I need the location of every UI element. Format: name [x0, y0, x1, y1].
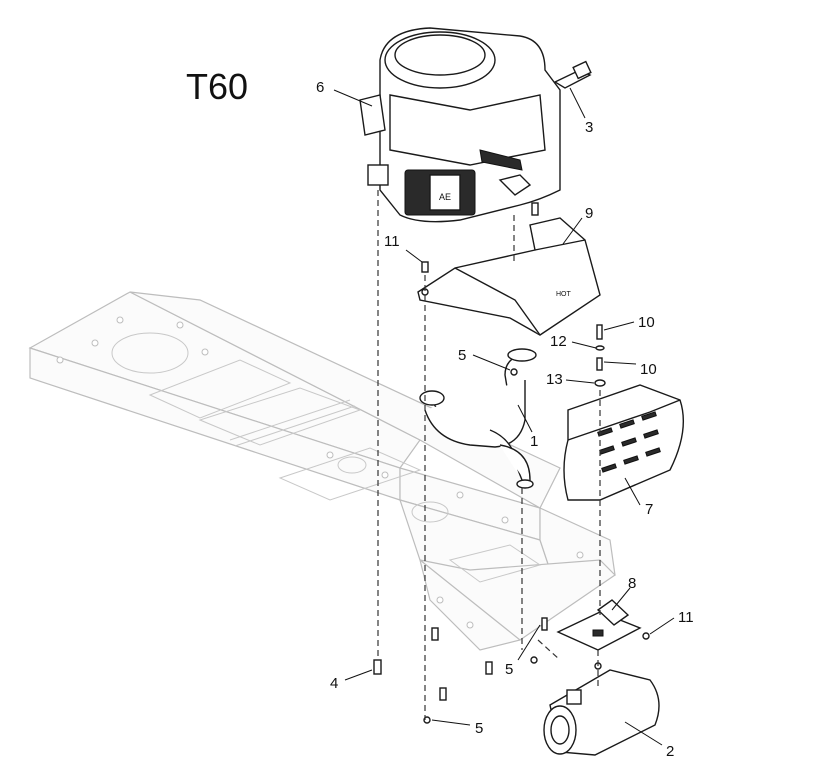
callout-2: 2 [666, 743, 674, 760]
callout-12: 12 [550, 333, 567, 350]
callout-11-top: 11 [384, 233, 400, 250]
heat-shield: HOT [417, 217, 601, 336]
leader-lines [333, 87, 675, 746]
callout-numbers: 6 3 9 11 5 1 10 12 10 13 7 8 11 4 5 5 2 [316, 79, 694, 760]
exhaust-pipe [419, 348, 537, 489]
callout-5-top: 5 [458, 347, 466, 364]
callout-5-bottom: 5 [475, 720, 483, 737]
fitting-part-3 [553, 60, 592, 89]
callout-11-bottom: 11 [678, 609, 694, 626]
callout-9: 9 [585, 205, 593, 222]
callout-8: 8 [628, 575, 636, 592]
muffler-bracket [556, 599, 642, 651]
callout-13: 13 [546, 371, 563, 388]
engine: AE [359, 27, 561, 223]
callout-5-middle: 5 [505, 661, 513, 678]
muffler-guard [563, 384, 685, 501]
callout-7: 7 [645, 501, 653, 518]
model-title: T60 [186, 66, 249, 107]
assembly-lines [377, 190, 601, 720]
shield-label: HOT [556, 291, 572, 298]
callout-1: 1 [530, 433, 538, 450]
chassis-frame [28, 291, 616, 651]
callout-6: 6 [316, 79, 324, 96]
callout-10-bottom: 10 [640, 361, 657, 378]
engine-label: AE [439, 192, 451, 202]
muffler [543, 669, 660, 756]
callout-4: 4 [330, 675, 338, 692]
callout-3: 3 [585, 119, 593, 136]
callout-10-top: 10 [638, 314, 655, 331]
